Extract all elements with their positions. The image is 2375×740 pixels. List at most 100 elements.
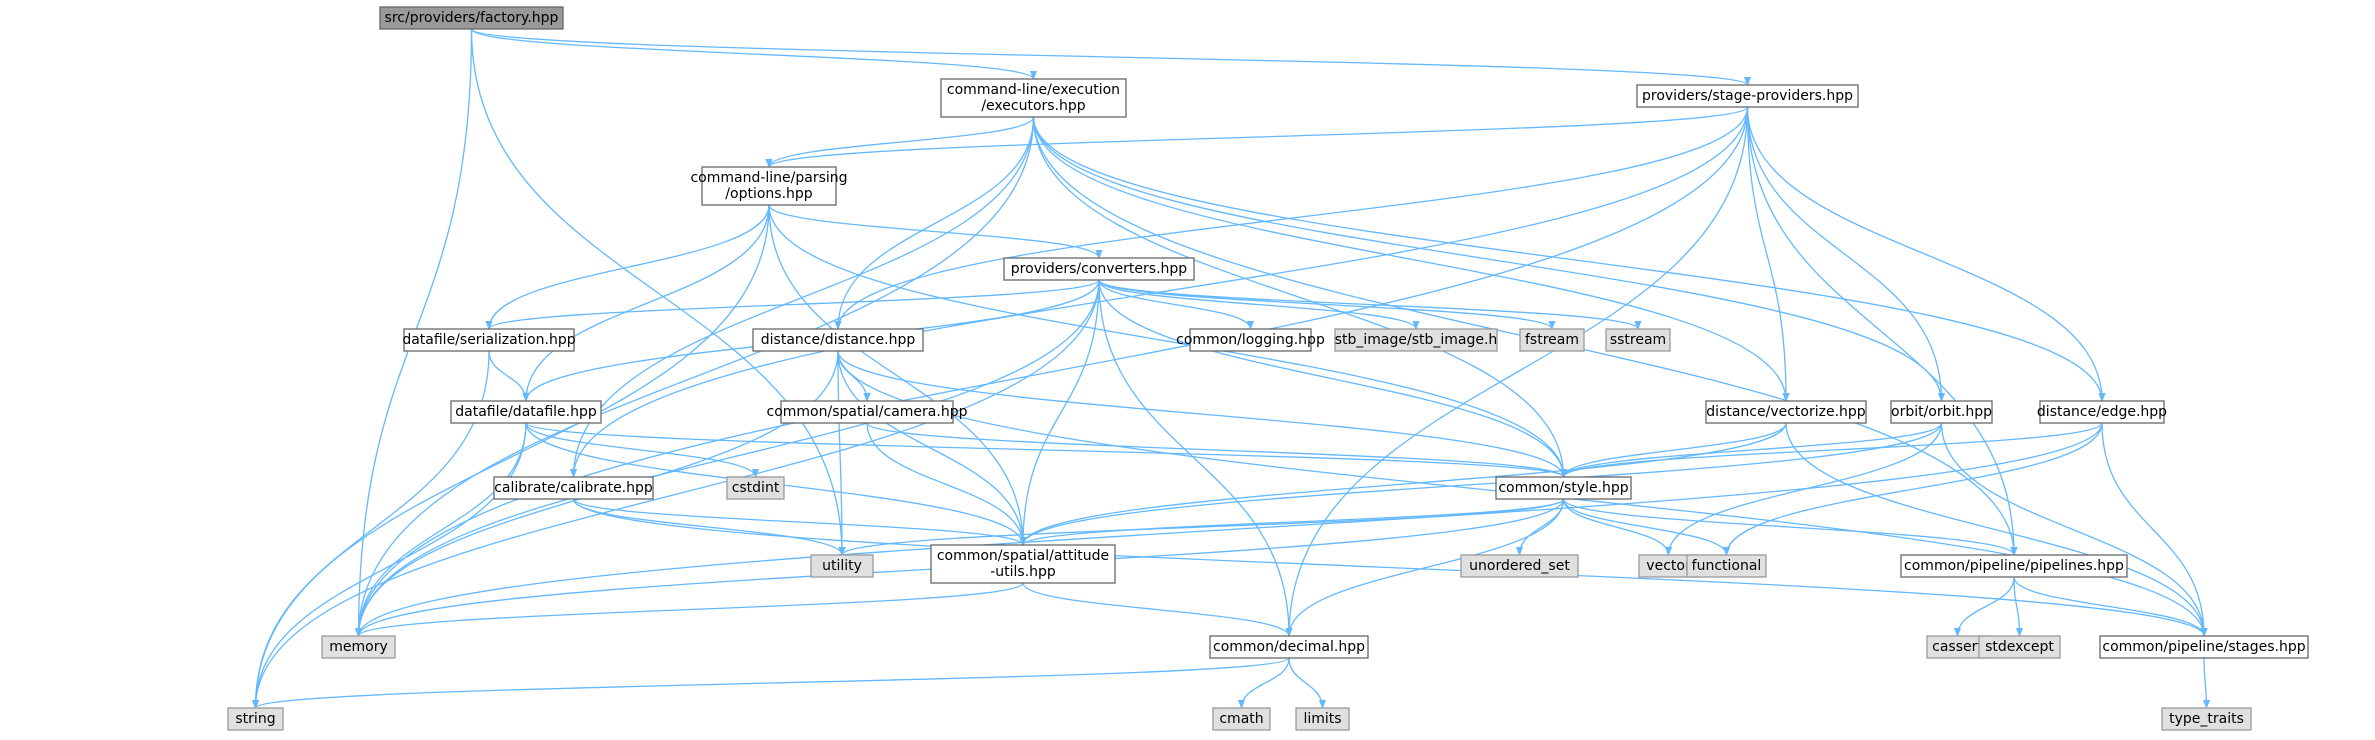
edge-decimal-to-limits <box>1288 657 1327 709</box>
edge-calibrate-to-stages <box>572 498 2208 637</box>
node-box <box>403 328 575 352</box>
node-options[interactable]: command-line/parsing/options.hpp <box>690 166 848 206</box>
node-label: common/style.hpp <box>1498 480 1628 496</box>
node-converters[interactable]: providers/converters.hpp <box>1003 257 1195 281</box>
node-box <box>780 400 954 424</box>
node-limits[interactable]: limits <box>1295 707 1350 731</box>
edge-stage_providers-to-vectorize <box>1746 106 1790 402</box>
edge-pipelines-to-cassert <box>1953 576 2015 637</box>
node-label: unordered_set <box>1469 558 1570 574</box>
node-style[interactable]: common/style.hpp <box>1495 476 1632 500</box>
node-label: common/pipeline/pipelines.hpp <box>1904 558 2124 574</box>
node-functional[interactable]: functional <box>1686 554 1767 578</box>
edge-style-to-utility <box>838 498 1565 556</box>
node-string[interactable]: string <box>227 707 284 731</box>
node-cmath[interactable]: cmath <box>1212 707 1271 731</box>
node-memory[interactable]: memory <box>321 635 396 659</box>
node-label: memory <box>329 639 388 655</box>
node-box <box>1705 400 1867 424</box>
node-label: /executors.hpp <box>981 98 1085 114</box>
edge-datafile-to-string <box>251 422 527 709</box>
edge-factory-to-stage_providers <box>470 28 1751 86</box>
node-vector[interactable]: vector <box>1638 554 1699 578</box>
node-vectorize[interactable]: distance/vectorize.hpp <box>1705 400 1867 424</box>
node-label: string <box>235 711 275 727</box>
node-box <box>1189 328 1312 352</box>
node-fstream[interactable]: fstream <box>1519 328 1585 352</box>
edge-converters-to-attitude <box>1019 279 1100 546</box>
edge-converters-to-fstream <box>1098 279 1556 330</box>
edge-pipelines-to-stages <box>2013 576 2208 637</box>
edge-calibrate-to-utility <box>572 498 846 556</box>
edge-factory-to-executors <box>470 28 1037 80</box>
edge-vectorize-to-stages <box>1785 422 2208 637</box>
edge-attitude-to-memory <box>355 582 1024 637</box>
edge-edge-to-memory <box>355 422 2103 637</box>
node-cassert[interactable]: cassert <box>1926 635 1989 659</box>
node-attitude[interactable]: common/spatial/attitude-utils.hpp <box>930 544 1116 584</box>
edge-datafile-to-style <box>525 422 1567 478</box>
node-stb-image[interactable]: stb_image/stb_image.h <box>1334 328 1498 352</box>
node-calibrate[interactable]: calibrate/calibrate.hpp <box>493 476 654 500</box>
node-serialization[interactable]: datafile/serialization.hpp <box>402 328 576 352</box>
node-label: orbit/orbit.hpp <box>1891 404 1992 420</box>
node-decimal[interactable]: common/decimal.hpp <box>1209 635 1369 659</box>
edge-options-to-string <box>251 204 770 709</box>
edge-pipelines-to-stdexcept <box>2013 576 2024 637</box>
node-label: common/pipeline/stages.hpp <box>2102 639 2305 655</box>
node-box <box>1519 328 1585 352</box>
node-label: stb_image/stb_image.h <box>1335 332 1498 348</box>
node-executors[interactable]: command-line/execution/executors.hpp <box>940 78 1127 118</box>
node-type-traits[interactable]: type_traits <box>2161 707 2252 731</box>
node-orbit[interactable]: orbit/orbit.hpp <box>1890 400 1993 424</box>
edge-options-to-serialization <box>485 204 770 330</box>
node-box <box>1890 400 1993 424</box>
node-sstream[interactable]: sstream <box>1605 328 1671 352</box>
edge-stage_providers-to-options <box>765 106 1749 168</box>
node-label: vector <box>1646 558 1691 574</box>
node-label: common/spatial/attitude <box>937 548 1109 564</box>
node-camera[interactable]: common/spatial/camera.hpp <box>767 400 968 424</box>
edge-style-to-decimal <box>1285 498 1565 637</box>
node-unordered-set[interactable]: unordered_set <box>1460 554 1579 578</box>
edge-executors-to-distance <box>834 116 1035 330</box>
node-distance[interactable]: distance/distance.hpp <box>752 328 924 352</box>
node-label: datafile/datafile.hpp <box>455 404 597 420</box>
node-edge[interactable]: distance/edge.hpp <box>2037 400 2167 424</box>
node-label: functional <box>1692 558 1762 574</box>
edge-vectorize-to-style <box>1559 422 1787 478</box>
edges-layer <box>251 28 2211 709</box>
node-stage-providers[interactable]: providers/stage-providers.hpp <box>1636 84 1859 108</box>
edge-orbit-to-style <box>1560 422 1943 478</box>
node-cstdint[interactable]: cstdint <box>726 476 785 500</box>
edge-options-to-datafile <box>522 204 770 402</box>
node-label: limits <box>1303 711 1341 727</box>
node-box <box>1605 328 1671 352</box>
node-stdexcept[interactable]: stdexcept <box>1978 635 2061 659</box>
node-box <box>1495 476 1632 500</box>
node-label: datafile/serialization.hpp <box>402 332 575 348</box>
node-label: providers/stage-providers.hpp <box>1642 88 1853 104</box>
node-datafile[interactable]: datafile/datafile.hpp <box>450 400 602 424</box>
node-stages[interactable]: common/pipeline/stages.hpp <box>2099 635 2309 659</box>
node-box <box>1212 707 1271 731</box>
edge-converters-to-sstream <box>1098 279 1642 330</box>
node-box <box>1209 635 1369 659</box>
node-pipelines[interactable]: common/pipeline/pipelines.hpp <box>1900 554 2128 578</box>
node-logging[interactable]: common/logging.hpp <box>1176 328 1325 352</box>
edge-executors-to-vectorize <box>1032 116 1790 402</box>
node-label: common/logging.hpp <box>1176 332 1325 348</box>
node-label: cmath <box>1219 711 1263 727</box>
node-box <box>379 6 564 30</box>
edge-stage_providers-to-edge <box>1746 106 2106 402</box>
node-label: command-line/parsing <box>690 170 847 186</box>
edge-distance-to-style <box>837 350 1568 478</box>
node-utility[interactable]: utility <box>810 554 874 578</box>
node-box <box>493 476 654 500</box>
edge-serialization-to-datafile <box>488 350 530 402</box>
node-box <box>1686 554 1767 578</box>
node-label: src/providers/factory.hpp <box>385 10 559 26</box>
node-box <box>1334 328 1498 352</box>
node-factory[interactable]: src/providers/factory.hpp <box>379 6 564 30</box>
